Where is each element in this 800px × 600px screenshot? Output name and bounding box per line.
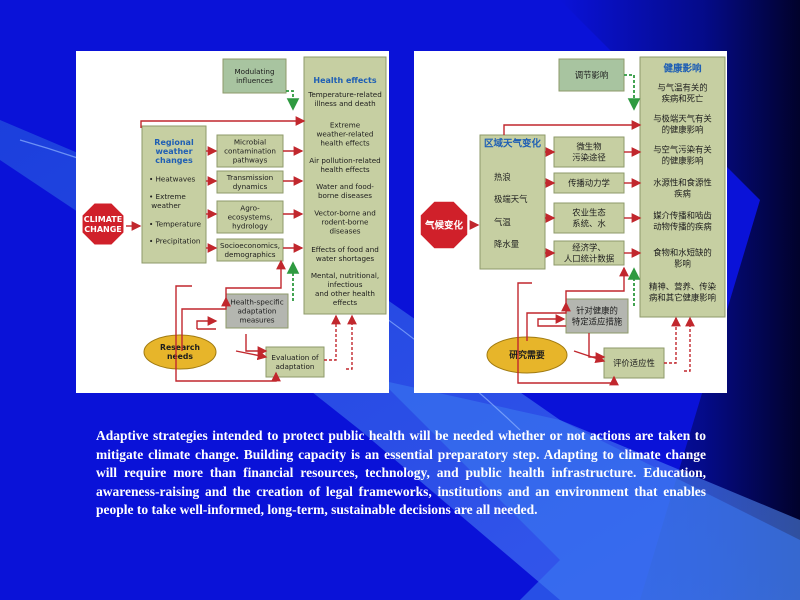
modulating-influences-box: [558, 58, 625, 92]
health-effects-box: [303, 56, 387, 315]
pathway-label: Agro-ecosystems,hydrology: [228, 204, 273, 231]
caption-text: Adaptive strategies intended to protect …: [96, 428, 706, 518]
modulating-influences-box: [222, 58, 287, 94]
arrows-chinese: [469, 74, 695, 386]
health-effects-title: Health effects: [313, 76, 376, 85]
adaptation-measures-box: [565, 298, 629, 334]
regional-weather-title: 区域天气变化: [484, 137, 542, 149]
regional-weather-item: • Heatwaves: [149, 175, 196, 184]
health-effect-item: 与空气污染有关的健康影响: [653, 144, 712, 165]
arrows-english: [126, 90, 357, 382]
climate-change-label: 气候变化: [424, 219, 464, 231]
health-effect-item: 水源性和食源性疾病: [653, 177, 712, 198]
diagram-chinese-canvas: 调节影响 健康影响与气温有关的疾病和死亡与极端天气有关的健康影响与空气污染有关的健…: [419, 56, 726, 386]
regional-weather-item: • Extreme weather: [149, 192, 186, 210]
regional-weather-box: [141, 125, 207, 264]
evaluation-box: [603, 347, 665, 379]
pathway-label: 传播动力学: [568, 178, 610, 188]
health-effects-box: [639, 56, 726, 318]
pathway-label: 微生物污染途径: [572, 141, 606, 162]
health-effect-item: 食物和水短缺的影响: [653, 247, 712, 268]
pathway-label: 农业生态系统、水: [572, 207, 606, 228]
health-effect-item: 与气温有关的疾病和死亡: [657, 82, 707, 103]
diagram-chinese: 调节影响 健康影响与气温有关的疾病和死亡与极端天气有关的健康影响与空气污染有关的健…: [414, 51, 727, 393]
regional-weather-box: [479, 134, 546, 270]
pathway-box: [216, 200, 284, 234]
modulating-influences-label: 调节影响: [575, 70, 609, 80]
evaluation-label: 评价适应性: [613, 358, 655, 368]
regional-weather-item: 极端天气: [494, 194, 528, 204]
pathway-label: Socioeconomics,demographics: [220, 241, 280, 259]
adaptation-measures-box: [225, 293, 289, 329]
regional-weather-item: 气温: [494, 217, 511, 227]
research-needs-oval: [143, 334, 217, 370]
health-effect-item: Water and food-borne diseases: [316, 182, 374, 200]
health-effects-title: 健康影响: [663, 62, 702, 74]
pathway-box: [216, 134, 284, 168]
regional-weather-item: • Temperature: [149, 220, 202, 229]
health-effect-item: 精神、营养、传染病和其它健康影响: [649, 281, 717, 302]
research-needs-label: 研究需要: [509, 349, 545, 361]
regional-weather-item: • Precipitation: [149, 237, 200, 246]
adaptation-measures-label: 针对健康的特定适应措施: [572, 305, 623, 326]
health-effect-item: 与极端天气有关的健康影响: [653, 113, 712, 134]
regional-weather-item: 降水量: [494, 239, 519, 249]
climate-change-stop-sign: [419, 200, 469, 250]
pathway-label: 经济学、人口统计数据: [564, 242, 615, 263]
pathway-box: [553, 240, 625, 266]
regional-weather-item: 热浪: [494, 172, 511, 182]
climate-change-stop-sign: [81, 202, 125, 246]
health-effect-item: 媒介传播和啮齿动物传播的疾病: [653, 210, 712, 231]
